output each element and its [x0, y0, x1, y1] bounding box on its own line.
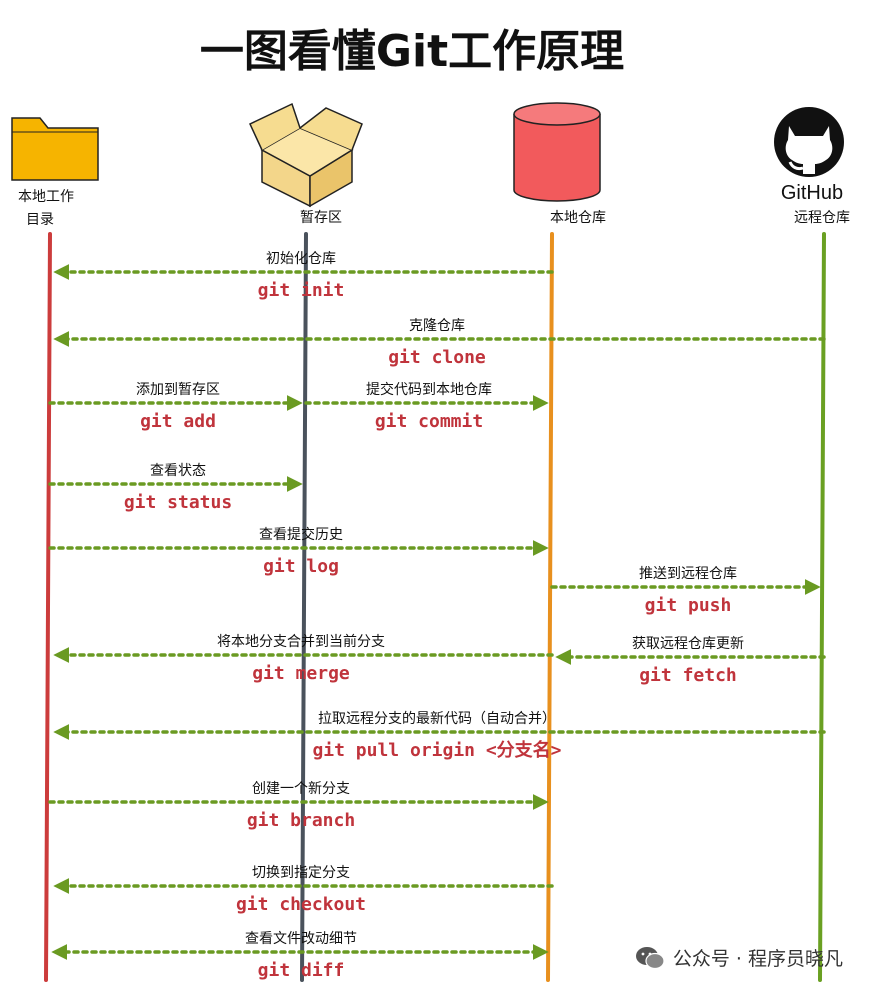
operation-label: 查看提交历史	[259, 526, 343, 543]
page-title: 一图看懂Git工作原理	[200, 26, 624, 77]
operation-label: 创建一个新分支	[252, 781, 350, 797]
operation-command: git merge	[252, 663, 350, 684]
lifeline-stage	[300, 232, 308, 982]
operation-label: 初始化仓库	[266, 250, 336, 267]
operation-label: 查看状态	[150, 463, 206, 479]
folder-icon	[11, 117, 99, 181]
watermark-text: 公众号 · 程序员晓凡	[672, 948, 843, 970]
database-icon	[513, 102, 601, 202]
lane-label-stage: 暂存区	[300, 210, 342, 226]
operation-label: 查看文件改动细节	[245, 931, 357, 947]
operation-command: git push	[645, 595, 732, 616]
operation-command: git branch	[247, 810, 355, 831]
operation-label: 推送到远程仓库	[639, 566, 737, 582]
wechat-icon	[635, 946, 665, 969]
lane-label-workdir-line2: 目录	[26, 212, 54, 228]
operation-command: git fetch	[639, 665, 737, 686]
operation-command: git pull origin <分支名>	[312, 739, 561, 761]
operation-command: git status	[124, 492, 232, 513]
operation-label: 切换到指定分支	[252, 864, 350, 881]
lane-label-remote: 远程仓库	[794, 210, 850, 226]
operation-command: git diff	[258, 960, 345, 981]
operation-command: git init	[258, 280, 345, 301]
github-icon	[774, 107, 844, 177]
operation-label: 将本地分支合并到当前分支	[217, 633, 385, 650]
operation-label: 提交代码到本地仓库	[366, 381, 492, 398]
operation-label: 添加到暂存区	[136, 382, 220, 398]
lifeline-local	[546, 232, 554, 982]
lane-label-workdir: 本地工作	[18, 189, 74, 205]
operation-label: 获取远程仓库更新	[632, 636, 744, 652]
lane-label-local: 本地仓库	[550, 210, 606, 226]
operation-label: 拉取远程分支的最新代码（自动合并）	[318, 711, 556, 727]
operation-command: git commit	[375, 411, 483, 432]
github-brand-text: GitHub	[781, 182, 843, 204]
box-icon	[249, 102, 363, 208]
operation-command: git checkout	[236, 894, 366, 915]
watermark: 公众号 · 程序员晓凡	[635, 944, 843, 971]
operation-command: git add	[140, 411, 216, 432]
lanes	[44, 232, 826, 982]
operation-command: git log	[263, 556, 339, 577]
operation-command: git clone	[388, 347, 486, 368]
lifeline-remote	[818, 232, 826, 982]
lifeline-workdir	[44, 232, 52, 982]
operation-arrows: 初始化仓库 git init 克隆仓库 git clone 添加到暂存区 git add 提…	[48, 250, 826, 981]
operation-label: 克隆仓库	[409, 318, 465, 334]
